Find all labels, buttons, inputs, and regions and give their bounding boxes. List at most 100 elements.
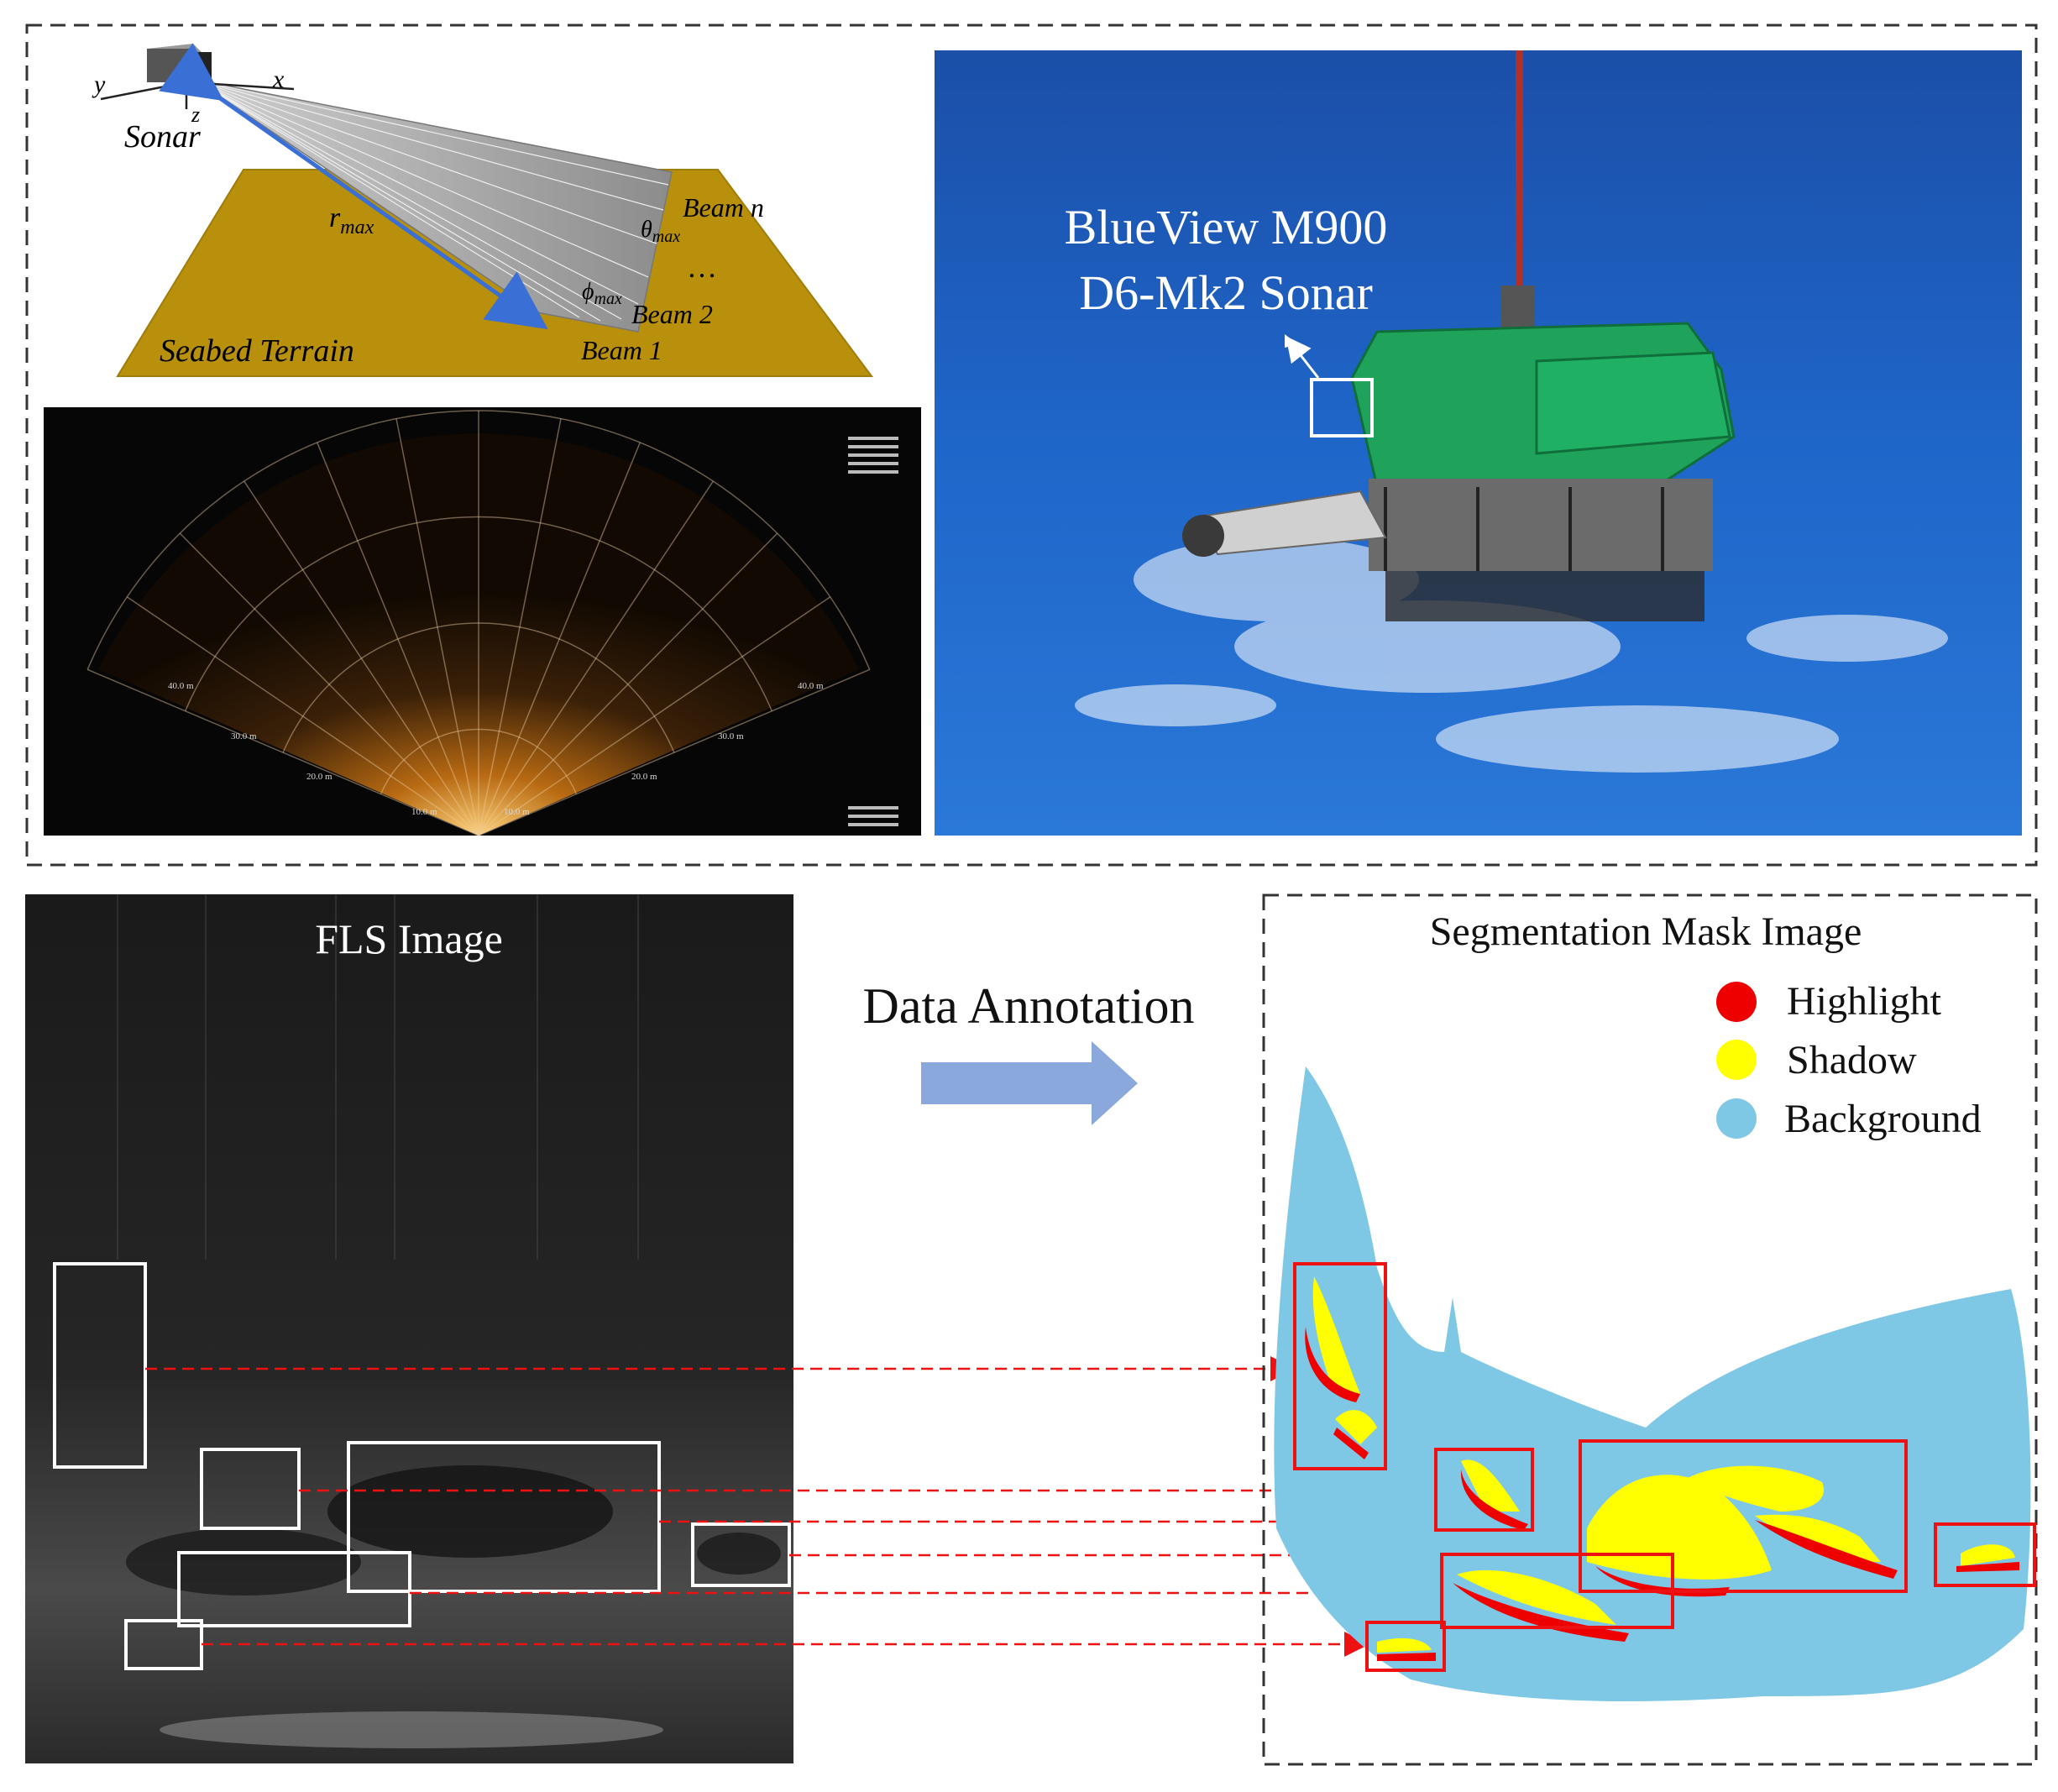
sonar-fan-image (98, 433, 859, 836)
sonar-pointer-arrowhead (1285, 334, 1298, 348)
sonar-bearing-line-3 (244, 480, 479, 836)
mask-box-1 (1293, 1262, 1387, 1470)
segmentation-mask-panel: Segmentation Mask Image Highlight Shadow… (1262, 893, 2038, 1766)
shadow-region-6 (1755, 1514, 1881, 1562)
rov-sonar-label-line2: D6-Mk2 Sonar (1079, 265, 1373, 320)
mask-legend: Highlight Shadow Background (1716, 979, 1982, 1141)
sonar-range-arc-4 (86, 410, 871, 670)
mask-image-title: Segmentation Mask Image (1430, 909, 1862, 954)
shadow-region-7 (1457, 1569, 1616, 1625)
fls-box-3 (347, 1441, 661, 1593)
theta-symbol: θ (641, 217, 652, 243)
fls-image-title: FLS Image (315, 915, 503, 962)
rov-gripper (1182, 515, 1224, 557)
mask-box-4 (1934, 1522, 2036, 1587)
sonar-range-label-30: 30.0 m (718, 731, 744, 741)
mask-box-2 (1434, 1448, 1534, 1532)
axis-y-label: y (92, 71, 106, 98)
sonar-range-labels: 10.0 m 20.0 m 30.0 m 40.0 m 10.0 m 20.0 … (168, 681, 824, 817)
sonar-bearing-line-12 (478, 668, 871, 836)
sonar-bearing-line-9 (478, 480, 714, 836)
sonar-range-label-30-left: 30.0 m (231, 731, 257, 741)
top-panel-frame (25, 24, 2038, 867)
rov-photo: BlueView M900 D6-Mk2 Sonar (935, 50, 2022, 836)
fls-image-panel: FLS Image (25, 894, 793, 1763)
beam-2-label: Beam 2 (631, 299, 713, 329)
sonar-bearing-line-7 (478, 418, 562, 836)
theta-label: θmax (641, 217, 680, 246)
rov-frame-bars (1384, 487, 1664, 571)
legend-shadow-label: Shadow (1787, 1038, 1917, 1082)
shadow-region-9 (1377, 1637, 1432, 1653)
sonar-range-label-10-left: 10.0 m (411, 807, 437, 817)
highlight-region-8 (1377, 1653, 1436, 1661)
sonar-range-arc-2 (282, 622, 675, 753)
rov-body-front (1535, 351, 1731, 455)
sonar-range-label-20-left: 20.0 m (306, 772, 333, 782)
sonar-location-box (1310, 378, 1374, 438)
highlight-region-4 (1595, 1566, 1730, 1597)
sonar-bearing-line-2 (179, 532, 479, 836)
sonar-device-icon (147, 44, 212, 82)
sonar-side-readout (848, 437, 898, 826)
seabed-terrain-label: Seabed Terrain (160, 333, 354, 369)
sonar-bearing-line-11 (478, 596, 831, 836)
sonar-range-arc-3 (184, 516, 773, 712)
sonar-range-arc-1 (380, 728, 578, 794)
beam-n-label: Beam n (683, 192, 764, 223)
range-label: rmax (329, 202, 374, 238)
shadow-region-1 (1312, 1276, 1360, 1394)
fls-shadow-region-1 (327, 1465, 613, 1558)
rov-mast (1516, 50, 1523, 319)
fls-highlight-band (160, 1711, 663, 1748)
background-mask-region (1274, 1066, 2031, 1701)
highlight-region-7 (1956, 1562, 2019, 1572)
shadow-region-8 (1961, 1544, 2015, 1566)
beam-1-label: Beam 1 (581, 335, 662, 365)
fls-streaks (117, 894, 639, 1260)
mask-box-3 (1579, 1439, 1908, 1593)
theta-subscript: max (652, 228, 680, 246)
axis-x-label: x (272, 65, 285, 93)
beam-ellipsis: … (687, 250, 717, 284)
rov-sonar-label-line1: BlueView M900 (1065, 200, 1388, 254)
mask-box-5 (1440, 1553, 1674, 1629)
sonar-label: Sonar (124, 119, 201, 155)
highlight-region-2 (1333, 1428, 1369, 1459)
fls-box-5 (177, 1551, 411, 1627)
sonar-bearing-line-4 (317, 442, 479, 836)
fls-box-2 (200, 1448, 301, 1530)
fls-shadow-region-2 (126, 1528, 361, 1596)
mask-box-6 (1365, 1621, 1446, 1672)
legend-shadow-swatch (1716, 1040, 1757, 1080)
sonar-range-label-40-left: 40.0 m (168, 681, 194, 691)
sonar-range-label-20: 20.0 m (631, 772, 657, 782)
legend-highlight-swatch (1716, 982, 1757, 1022)
legend-background-swatch (1716, 1098, 1757, 1139)
sea-foam (1075, 537, 1948, 773)
shadow-region-5 (1688, 1465, 1824, 1512)
legend-background-label: Background (1784, 1097, 1982, 1141)
legend-highlight-label: Highlight (1787, 979, 1942, 1024)
data-annotation-label: Data Annotation (863, 978, 1195, 1034)
sonar-display-screenshot: 10.0 m 20.0 m 30.0 m 40.0 m 10.0 m 20.0 … (44, 407, 921, 836)
shadow-region-3 (1461, 1459, 1520, 1512)
sonar-pointer-arrow (1286, 336, 1320, 379)
range-symbol: r (329, 202, 341, 233)
data-annotation-arrow (921, 1041, 1138, 1125)
highlight-region-5 (1755, 1520, 1898, 1579)
sonar-bearing-line-5 (395, 418, 479, 836)
sonar-range-label-10: 10.0 m (504, 807, 530, 817)
mask-annotation-boxes (1293, 1262, 2036, 1672)
range-subscript: max (340, 217, 374, 238)
sonar-bearing-line-10 (478, 532, 778, 836)
rov-frame (1369, 479, 1713, 571)
sonar-grid (86, 410, 871, 836)
sonar-bearing-line-1 (126, 596, 479, 836)
sonar-bearing-line-8 (478, 442, 641, 836)
fls-shadow-region-3 (697, 1533, 781, 1575)
rov-skid (1385, 563, 1705, 621)
fls-image-background (25, 894, 793, 1763)
